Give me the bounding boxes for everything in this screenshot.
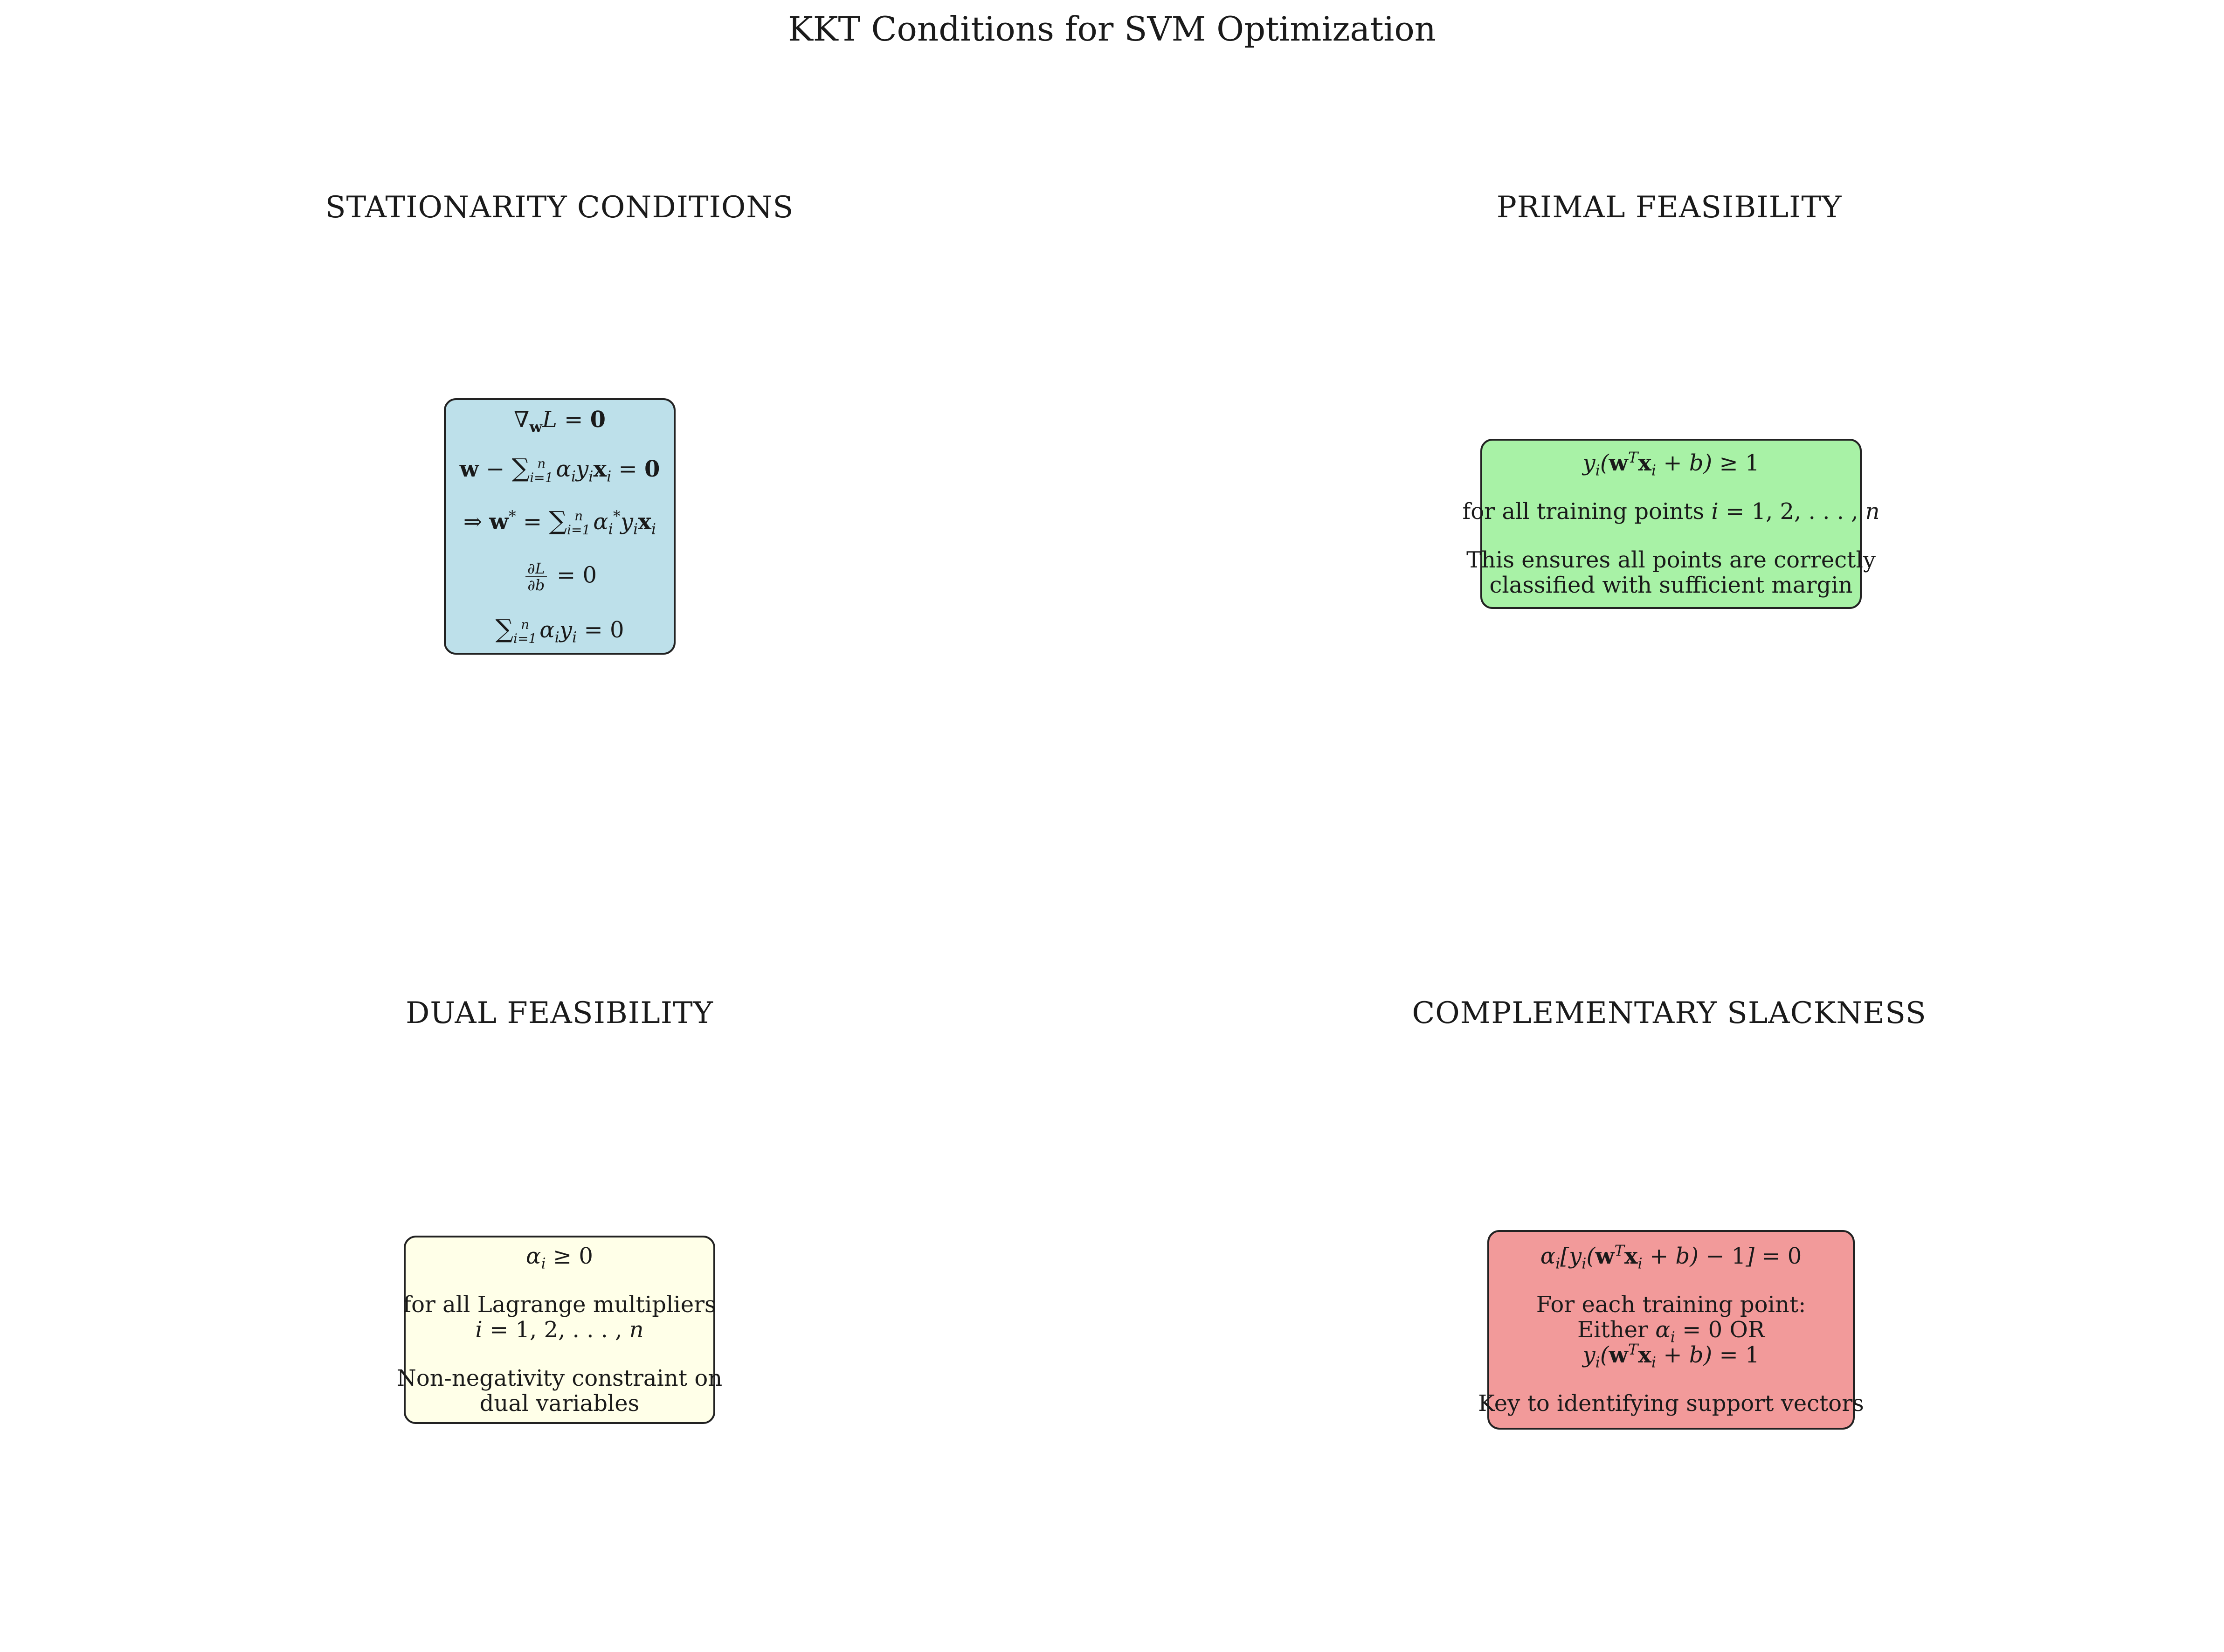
primal-eq: yi(wTxi + b) ≥ 1: [1582, 448, 1760, 479]
dual-desc-2: dual variables: [479, 1390, 640, 1417]
primal-note: for all training points i = 1, 2, . . . …: [1462, 498, 1880, 525]
eq-dL-db: ∂L∂b = 0: [523, 560, 597, 593]
diagram-title: KKT Conditions for SVM Optimization: [787, 9, 1437, 48]
dual-title: DUAL FEASIBILITY: [406, 996, 713, 1030]
dual-eq: αi ≥ 0: [526, 1243, 593, 1272]
slackness-note-2: Either αi = 0 OR: [1577, 1317, 1765, 1346]
dual-note-1: for all Lagrange multipliers: [403, 1292, 716, 1318]
primal-title: PRIMAL FEASIBILITY: [1496, 190, 1842, 225]
slackness-note-1: For each training point:: [1536, 1292, 1806, 1318]
stationarity-title: STATIONARITY CONDITIONS: [325, 190, 794, 225]
primal-box: yi(wTxi + b) ≥ 1 for all training points…: [1462, 439, 1880, 609]
slackness-eq: αi[yi(wTxi + b) − 1] = 0: [1540, 1242, 1802, 1272]
slackness-desc: Key to identifying support vectors: [1478, 1390, 1864, 1417]
dual-note-2: i = 1, 2, . . . , n: [475, 1317, 644, 1343]
primal-desc-1: This ensures all points are correctly: [1466, 546, 1876, 573]
slackness-title: COMPLEMENTARY SLACKNESS: [1412, 996, 1927, 1030]
slackness-note-3: yi(wTxi + b) = 1: [1582, 1341, 1760, 1371]
dual-box: αi ≥ 0 for all Lagrange multipliers i = …: [397, 1236, 722, 1424]
slackness-box: αi[yi(wTxi + b) − 1] = 0 For each traini…: [1478, 1230, 1864, 1430]
eq-grad-w: ∇wL = 0: [513, 407, 606, 436]
dual-desc-1: Non-negativity constraint on: [396, 1365, 723, 1391]
primal-desc-2: classified with sufficient margin: [1489, 572, 1853, 598]
